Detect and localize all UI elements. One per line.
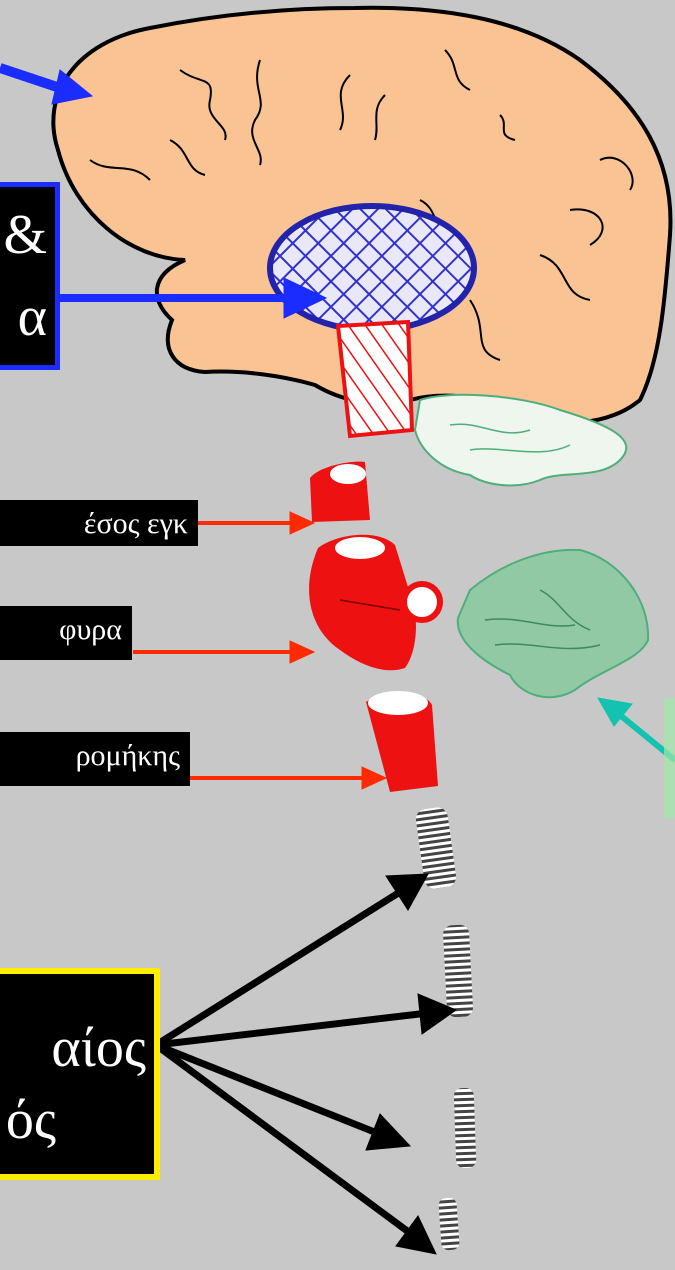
black-arrows <box>153 873 458 1255</box>
spinal-cord-label-line1: αίος <box>51 1017 146 1079</box>
medulla <box>366 693 438 792</box>
thalamus-label-line2: α <box>17 286 47 348</box>
thalamus-label: & α <box>0 182 60 370</box>
thalamus <box>267 203 477 333</box>
spinal-cord-label: αίος ός <box>0 968 160 1180</box>
blue-arrows <box>0 63 328 319</box>
red-arrows <box>133 511 388 790</box>
midbrain-label: έσος εγκ <box>0 500 198 546</box>
pons <box>309 534 416 671</box>
medulla-label: ρομήκης <box>0 732 190 786</box>
cerebellum-label-edge <box>664 698 675 818</box>
cerebellum <box>456 548 650 699</box>
teal-arrow <box>597 697 675 763</box>
thalamus-label-line1: & <box>3 204 47 266</box>
spinal-cord <box>415 807 477 1251</box>
cerebellum-upper <box>413 393 628 487</box>
pons-label: φυρα <box>0 606 132 660</box>
spinal-cord-label-line2: ός <box>5 1089 56 1151</box>
brainstem-stalk <box>335 319 415 439</box>
